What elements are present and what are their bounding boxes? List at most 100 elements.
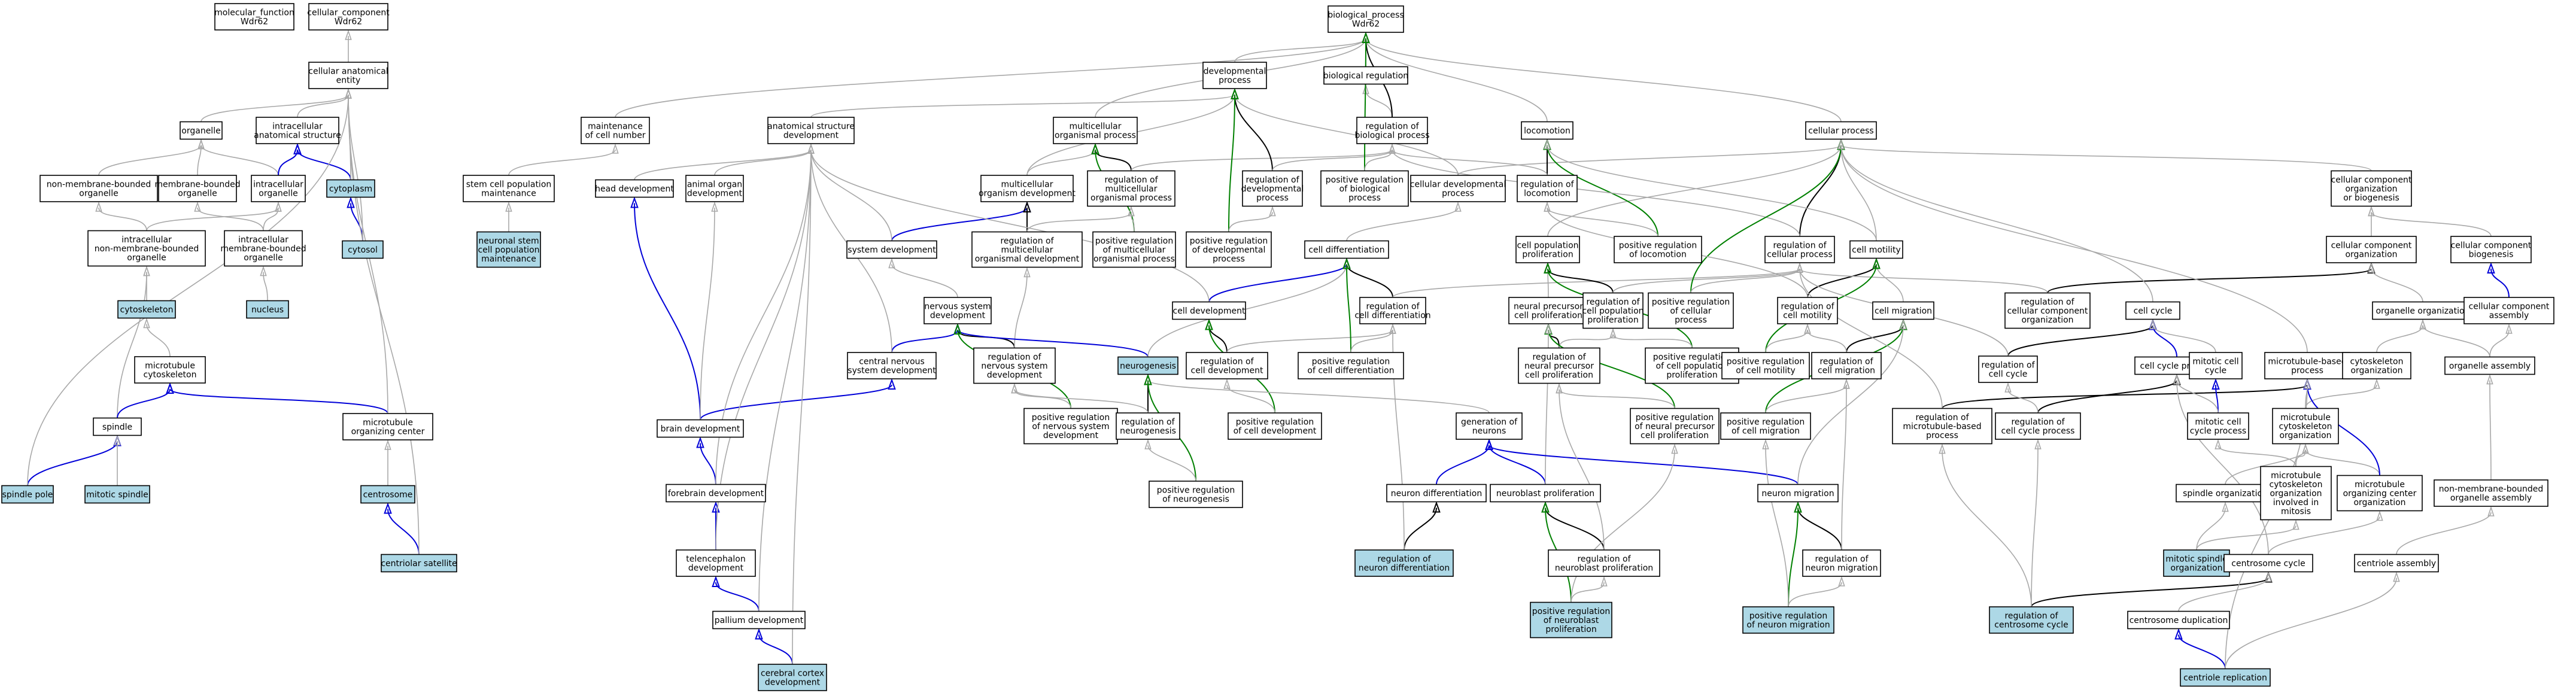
- go-term-node-locomotion[interactable]: locomotion: [1521, 121, 1573, 140]
- go-term-node-centrep[interactable]: centriole replication: [2180, 668, 2271, 687]
- go-term-node-mitspindle[interactable]: mitotic spindle: [84, 485, 150, 504]
- go-term-node-fbdev[interactable]: forebrain development: [666, 484, 766, 503]
- go-term-node-centcyc[interactable]: centrosome cycle: [2223, 554, 2313, 573]
- go-term-node-sysdev[interactable]: system development: [846, 240, 937, 259]
- go-term-node-orgorg[interactable]: organelle organization: [2372, 301, 2474, 320]
- go-term-node-spinorg[interactable]: spindle organization: [2176, 484, 2275, 503]
- go-term-node-centsat[interactable]: centriolar satellite: [381, 554, 457, 573]
- go-term-node-neurogenesis[interactable]: neurogenesis: [1117, 356, 1178, 375]
- go-term-node-cellmig[interactable]: cell migration: [1872, 301, 1934, 320]
- go-term-node-organelle[interactable]: organelle: [180, 121, 223, 140]
- go-term-node-headdev[interactable]: head development: [595, 179, 674, 198]
- go-term-node-nucleus[interactable]: nucleus: [246, 300, 289, 319]
- go-term-node-centasm[interactable]: centriole assembly: [2354, 554, 2439, 573]
- go-term-node-inmbo[interactable]: intracellularnon-membrane-boundedorganel…: [87, 230, 206, 267]
- go-term-node-centdup[interactable]: centrosome duplication: [2127, 610, 2230, 630]
- go-term-node-orgasm[interactable]: organelle assembly: [2444, 356, 2535, 375]
- go-term-node-cellcycle[interactable]: cell cycle: [2125, 301, 2180, 320]
- go-term-node-cellproc[interactable]: cellular process: [1805, 121, 1877, 140]
- go-term-node-celldiff[interactable]: cell differentiation: [1304, 240, 1389, 259]
- go-term-node-cytosol[interactable]: cytosol: [342, 240, 384, 259]
- go-term-node-spindle[interactable]: spindle: [93, 417, 142, 436]
- go-term-node-mcsom[interactable]: microtubulecytoskeletonorganizationinvol…: [2260, 466, 2332, 521]
- go-term-node-nmig[interactable]: neuron migration: [1757, 484, 1839, 503]
- go-term-node-pallium[interactable]: pallium development: [712, 610, 806, 630]
- go-term-node-ndiff[interactable]: neuron differentiation: [1386, 484, 1487, 503]
- go-term-node-spindlepole[interactable]: spindle pole: [1, 485, 54, 504]
- go-term-node-cytoskeleton[interactable]: cytoskeleton: [117, 300, 176, 319]
- go-term-node-braindev[interactable]: brain development: [657, 419, 744, 438]
- go-term-node-nbprol[interactable]: neuroblast proliferation: [1490, 484, 1601, 503]
- go-term-node-biolreg[interactable]: biological regulation: [1323, 66, 1408, 85]
- go-term-node-cellmot[interactable]: cell motility: [1849, 240, 1903, 259]
